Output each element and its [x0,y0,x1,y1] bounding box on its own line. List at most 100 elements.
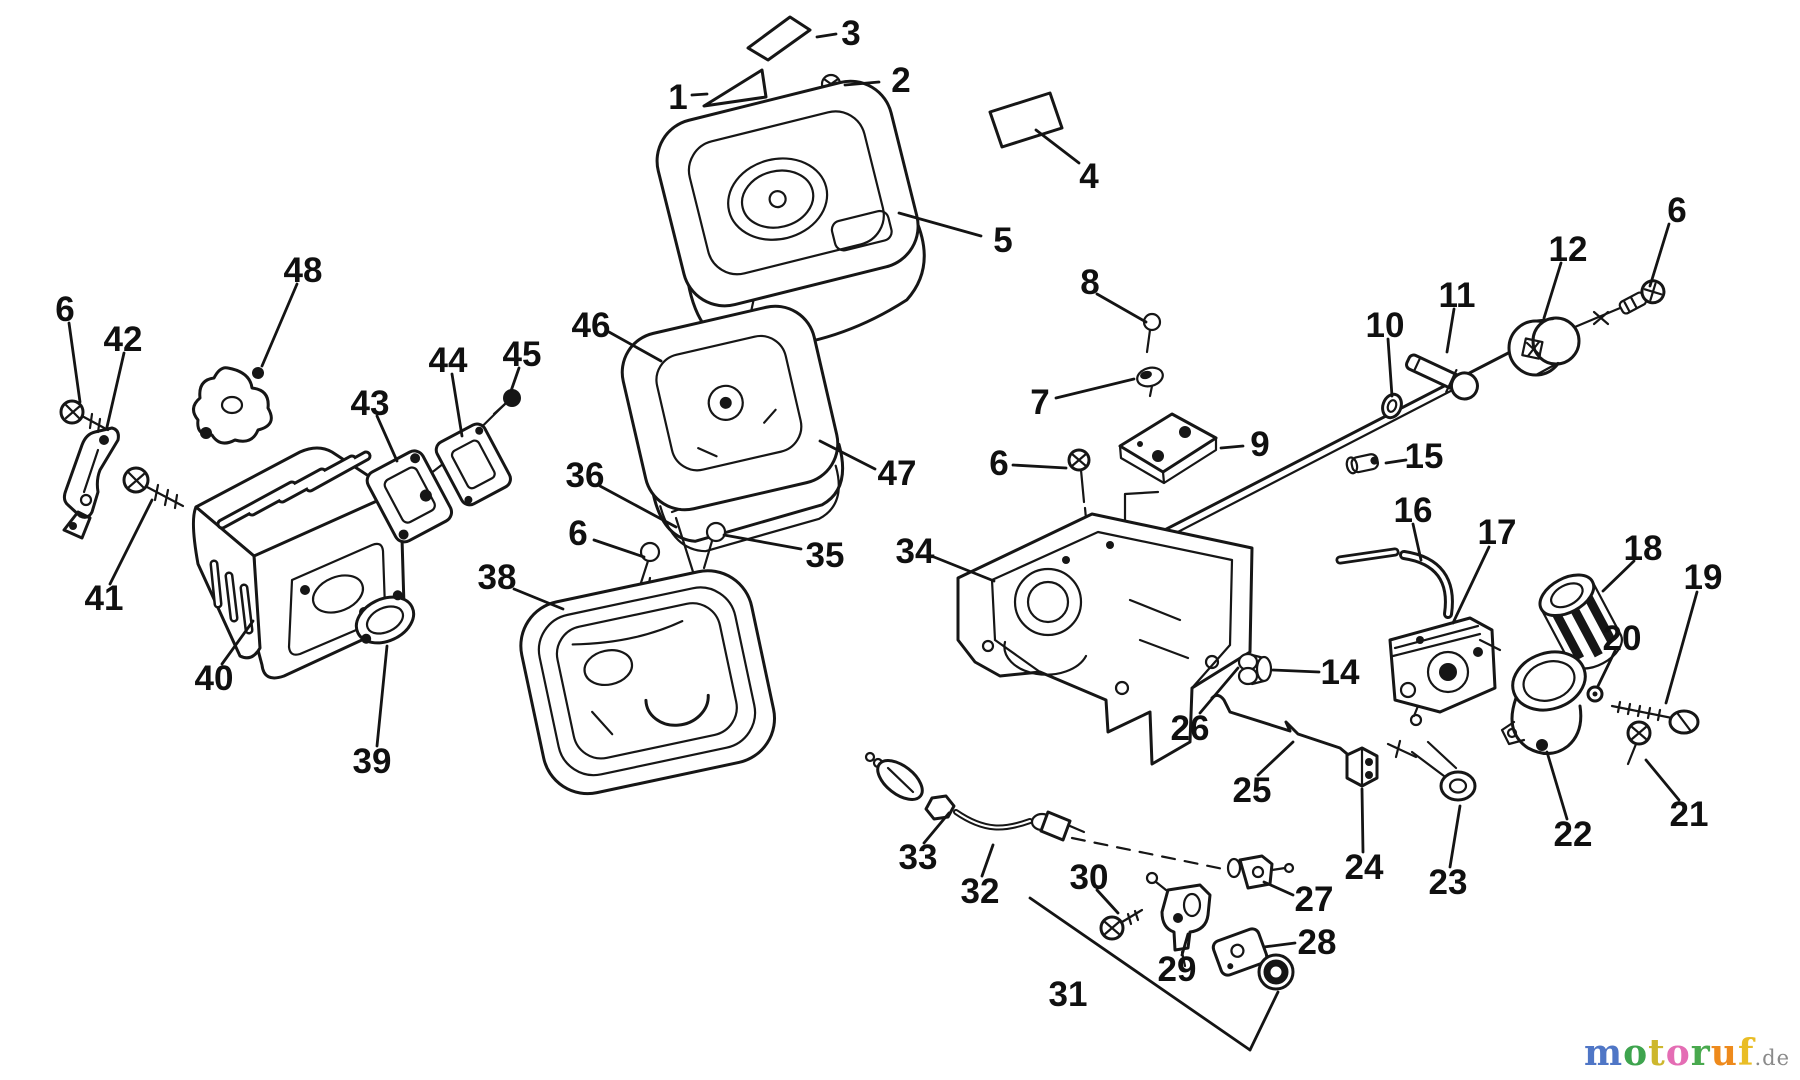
callout-9: 9 [1250,425,1269,464]
part-choke-shutter [702,68,768,108]
leader-line-12 [1542,261,1563,320]
part-gasket-plate-9 [1118,412,1218,485]
part-carburetor [1388,616,1502,727]
callout-46: 46 [572,306,611,345]
part-gasket-43 [365,449,454,544]
leader-line-34 [932,555,996,583]
callout-12: 12 [1549,230,1588,269]
callout-45: 45 [503,335,542,374]
leader-line-44 [450,372,464,438]
part-bracket-29 [1145,871,1212,968]
callout-44: 44 [429,341,468,380]
part-screw-35 [702,521,727,570]
callout-16: 16 [1394,491,1433,530]
callout-17: 17 [1478,513,1517,552]
callout-29: 29 [1158,950,1197,989]
part-bolt-6-center [1067,448,1091,504]
part-screw-8 [1142,312,1162,354]
leader-line-6 [1011,463,1068,470]
watermark-letter: u [1710,1032,1738,1074]
watermark-letter: f [1737,1032,1755,1074]
part-knob-23 [1386,739,1477,802]
callout-27: 27 [1295,880,1334,919]
leader-line-18 [1601,559,1636,593]
part-air-filter-element [620,304,845,553]
part-bracket-27 [1226,854,1295,890]
callout-5: 5 [993,221,1012,260]
watermark-letter: t [1648,1032,1666,1074]
callout-48: 48 [284,251,323,290]
part-air-cleaner-cover [655,79,926,350]
leader-line-35 [722,533,803,551]
leader-line-22 [1545,750,1569,821]
leader-line-3 [815,32,838,39]
leader-line-30 [1095,888,1120,915]
callout-24: 24 [1345,848,1384,887]
leader-line-23 [1448,804,1462,869]
leader-line-47 [818,439,877,471]
leader-line-28 [1262,941,1297,949]
leader-line-5 [897,211,983,238]
part-block-24 [1345,746,1379,788]
leader-line-42 [105,351,126,429]
callout-22: 22 [1554,815,1593,854]
leader-line-36 [598,484,678,529]
watermark-letter: o [1665,1032,1691,1074]
leader-line-27 [1262,880,1295,897]
callout-31: 31 [1049,975,1088,1014]
part-starter-hub-12 [1507,316,1581,377]
leader-line-6 [592,538,646,559]
callout-34: 34 [896,532,935,571]
callout-23: 23 [1429,863,1468,902]
callout-40: 40 [195,659,234,698]
leader-line-39 [375,644,389,748]
watermark-letter: r [1690,1032,1711,1074]
callout-41: 41 [85,579,124,618]
leader-line-25 [1256,740,1295,777]
callout-4: 4 [1079,157,1099,196]
callout-11: 11 [1439,276,1476,315]
leader-line-46 [607,330,663,363]
part-gasket-44 [434,422,512,507]
part-oval-gasket-39 [354,590,416,645]
part-screw-45 [492,389,521,416]
part-o-ring-20 [1586,685,1604,703]
callout-28: 28 [1298,923,1337,962]
leader-line-20 [1596,649,1617,688]
callout-38: 38 [478,558,517,597]
part-intake-elbow-22 [1500,650,1587,755]
part-filter-base [519,569,777,796]
part-sticker-3 [746,15,812,62]
part-screw-30 [1099,908,1144,941]
watermark-suffix: .de [1754,1046,1790,1070]
part-fuel-line-16 [1335,547,1454,619]
leader-line-2 [843,80,881,87]
callout-14: 14 [1321,653,1360,692]
part-switch-32 [1030,810,1086,842]
leader-line-16 [1411,522,1423,562]
leader-line-17 [1451,545,1491,625]
callout-47: 47 [878,454,917,493]
leader-line-15 [1384,458,1408,465]
callout-6: 6 [1667,191,1686,230]
leader-line-45 [509,366,521,393]
part-grommet [1257,953,1295,991]
leader-line-29 [1180,932,1190,957]
leader-line-48 [260,282,299,368]
callout-2: 2 [891,61,910,100]
callout-43: 43 [351,384,390,423]
part-clamp-14 [1237,652,1273,686]
callout-21: 21 [1670,795,1709,834]
leader-line-38 [512,587,565,611]
watermark-logo: motoruf.de [1584,1032,1790,1074]
callout-35: 35 [806,536,845,575]
callout-39: 39 [353,742,392,781]
leader-line-19 [1664,590,1699,705]
callout-19: 19 [1684,558,1723,597]
leader-line-40 [220,619,255,666]
leader-line-21 [1644,758,1681,802]
leader-line-8 [1095,292,1148,324]
callout-42: 42 [104,320,143,359]
